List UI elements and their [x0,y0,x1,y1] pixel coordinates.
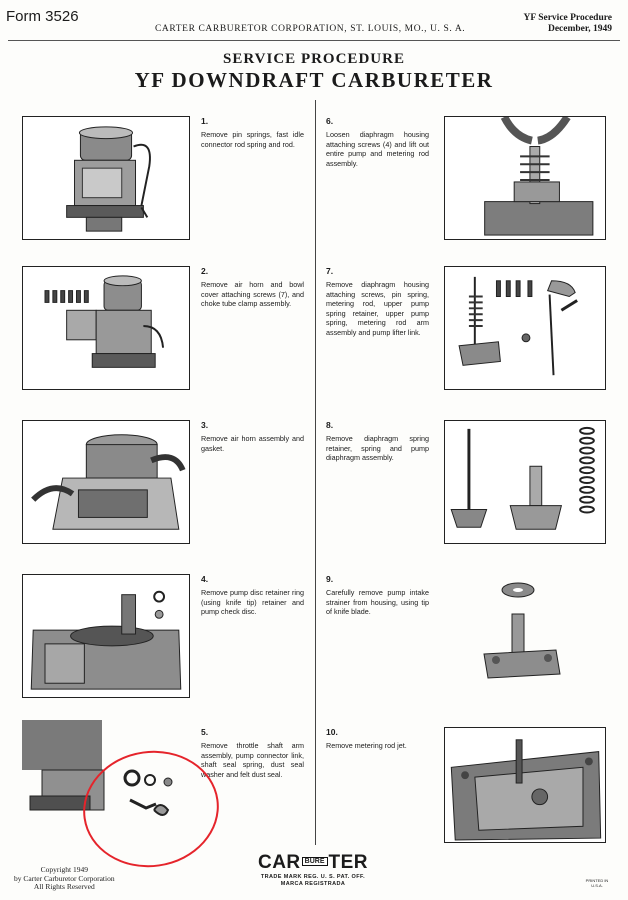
step-number: 10. [326,727,338,737]
step-text: Remove air horn and bowl cover attaching… [201,280,304,309]
step-7: 7. Remove diaphragm housing attaching sc… [326,266,429,338]
step-2: 2. Remove air horn and bowl cover attach… [201,266,304,309]
step-text: Carefully remove pump intake strainer fr… [326,588,429,617]
step-number: 3. [201,420,209,430]
step-number: 8. [326,420,334,430]
carburetor-illustration-1-icon [22,116,190,240]
step-3: 3. Remove air horn assembly and gasket. [201,420,304,453]
copyright-line: All Rights Reserved [33,882,95,891]
bowl-jet-illustration-10-icon [444,727,606,843]
center-divider [315,100,316,845]
copyright-line: Copyright 1949 [40,865,88,874]
carburetor-illustration-4-icon [22,574,190,698]
step-number: 6. [326,116,334,126]
doc-date: December, 1949 [547,24,612,34]
step-8: 8. Remove diaphragm spring retainer, spr… [326,420,429,463]
step-text: Remove diaphragm housing attaching screw… [326,280,429,337]
step-4: 4. Remove pump disc retainer ring (using… [201,574,304,617]
form-number: Form 3526 [6,8,79,25]
strainer-illustration-9-icon [444,574,606,698]
printed-mark: PRINTED IN U.S.A. [585,878,609,888]
step-text: Remove diaphragm spring retainer, spring… [326,434,429,463]
step-text: Loosen diaphragm housing attaching screw… [326,130,429,168]
step-text: Remove air horn assembly and gasket. [201,434,304,453]
header-right: YF Service Procedure December, 1949 [524,13,612,35]
step-number: 9. [326,574,334,584]
pump-parts-illustration-7-icon [444,266,606,390]
step-number: 7. [326,266,334,276]
carburetor-illustration-5-icon [22,720,190,840]
step-number: 5. [201,727,209,737]
step-text: Remove pump disc retainer ring (using kn… [201,588,304,617]
copyright-line: by Carter Carburetor Corporation [14,873,115,883]
step-6: 6. Loosen diaphragm housing attaching sc… [326,116,429,168]
page-title-line2: YF DOWNDRAFT CARBURETER [134,68,494,92]
step-text: Remove metering rod jet. [326,741,407,750]
carburetor-illustration-3-icon [22,420,190,544]
company-name: CARTER CARBURETOR CORPORATION, ST. LOUIS… [155,24,466,34]
trademark-text: TRADE MARK REG. U. S. PAT. OFF. [260,874,366,880]
pump-assembly-illustration-6-icon [444,116,606,240]
header-rule [8,40,620,41]
step-number: 2. [201,266,209,276]
step-5: 5. Remove throttle shaft arm assembly, p… [201,727,304,779]
step-text: Remove throttle shaft arm assembly, pump… [201,741,304,779]
page-title-line1: SERVICE PROCEDURE [223,51,405,67]
doc-type: YF Service Procedure [523,13,612,23]
marca-text: MARCA REGISTRADA [280,881,346,887]
step-number: 1. [201,116,209,126]
step-1: 1. Remove pin springs, fast idle connect… [201,116,304,149]
carburetor-illustration-2-icon [22,266,190,390]
step-number: 4. [201,574,209,584]
step-text: Remove pin springs, fast idle connector … [201,130,304,149]
diaphragm-spring-illustration-8-icon [444,420,606,544]
step-10: 10. Remove metering rod jet. [326,727,429,751]
copyright-block: Copyright 1949 by Carter Carburetor Corp… [14,865,115,892]
step-9: 9. Carefully remove pump intake strainer… [326,574,429,617]
